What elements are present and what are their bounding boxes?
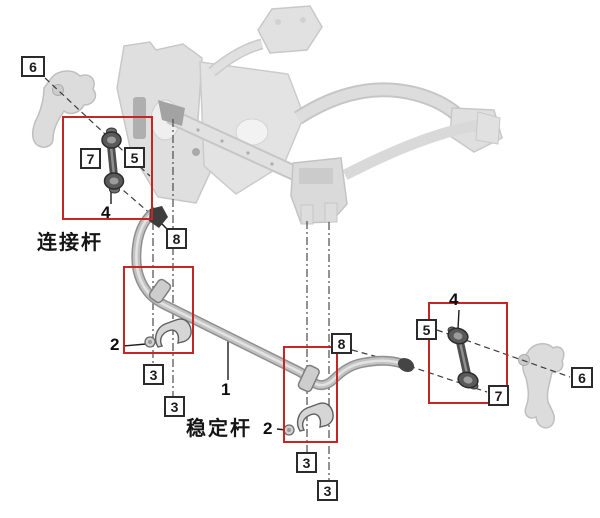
right-knuckle-illustration <box>518 343 565 429</box>
callout-left-7[interactable]: 7 <box>80 148 101 169</box>
label-stabilizer-bar: 稳定杆 <box>186 418 252 440</box>
left-link <box>101 127 125 194</box>
bar-end-eye <box>397 358 415 372</box>
part-number-left-link: 4 <box>101 203 111 222</box>
subframe-illustration <box>116 5 503 225</box>
highlight-box-left-link <box>62 116 153 220</box>
label-link-rod: 连接杆 <box>37 232 103 254</box>
callout-mid-8[interactable]: 8 <box>331 333 352 354</box>
part-number-right-link: 4 <box>449 290 459 309</box>
clamp-left <box>144 318 192 348</box>
callout-left-8[interactable]: 8 <box>166 228 187 249</box>
callout-right-7[interactable]: 7 <box>488 385 509 406</box>
callout-left-3-lower[interactable]: 3 <box>164 396 185 417</box>
highlight-box-right-link <box>428 302 508 404</box>
callout-right-5[interactable]: 5 <box>416 319 437 340</box>
highlight-box-mid-clamp <box>283 346 338 443</box>
part-number-mid-clamp: 2 <box>263 419 273 438</box>
callout-mid-3-upper[interactable]: 3 <box>296 452 317 473</box>
callout-left-3-upper[interactable]: 3 <box>143 364 164 385</box>
highlight-box-left-clamp <box>123 266 194 354</box>
part-number-left-clamp: 2 <box>110 335 120 354</box>
right-link <box>447 326 479 390</box>
callout-left-6[interactable]: 6 <box>21 56 45 77</box>
bar-end-tab <box>149 206 168 228</box>
callout-mid-3-lower[interactable]: 3 <box>317 480 338 501</box>
leader-lines-solid <box>110 188 460 431</box>
callout-right-6[interactable]: 6 <box>571 367 593 388</box>
bar-bushings <box>148 278 320 393</box>
part-number-stabilizer-bar: 1 <box>221 380 231 399</box>
callout-left-5[interactable]: 5 <box>124 147 145 168</box>
